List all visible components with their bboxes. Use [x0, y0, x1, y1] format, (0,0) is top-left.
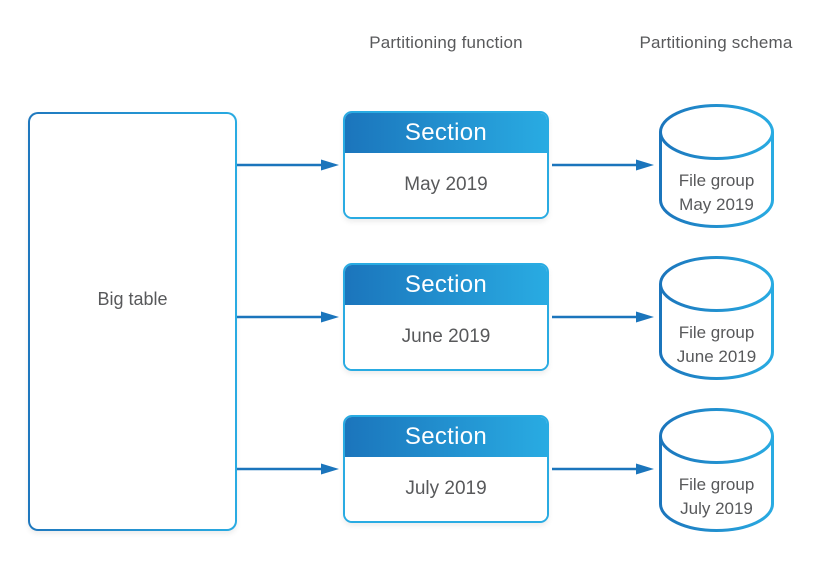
- file-group-line2: July 2019: [680, 499, 753, 518]
- file-group-line2: May 2019: [679, 195, 754, 214]
- section-box-may: Section May 2019: [343, 111, 549, 219]
- flow-arrow-icon: [552, 463, 654, 475]
- flow-arrow-icon: [237, 311, 339, 323]
- file-group-cylinder-june: File group June 2019: [658, 255, 775, 381]
- file-group-label: File group June 2019: [658, 321, 775, 369]
- flow-arrow-icon: [552, 311, 654, 323]
- file-group-cylinder-may: File group May 2019: [658, 103, 775, 229]
- file-group-line1: File group: [678, 171, 755, 190]
- partitioning-function-header: Partitioning function: [369, 33, 523, 52]
- section-period: May 2019: [345, 153, 547, 217]
- section-box-july: Section July 2019: [343, 415, 549, 523]
- section-title: Section: [345, 265, 547, 305]
- database-cylinder-icon: [659, 408, 774, 532]
- section-period: July 2019: [345, 457, 547, 521]
- flow-arrow-icon: [237, 463, 339, 475]
- database-cylinder-icon: [659, 256, 774, 380]
- file-group-cylinder-july: File group July 2019: [658, 407, 775, 533]
- file-group-line1: File group: [678, 475, 755, 494]
- file-group-line1: File group: [678, 323, 755, 342]
- section-period: June 2019: [345, 305, 547, 369]
- partitioning-schema-header: Partitioning schema: [639, 33, 793, 52]
- file-group-label: File group May 2019: [658, 169, 775, 217]
- flow-arrow-icon: [552, 159, 654, 171]
- big-table-label: Big table: [97, 288, 168, 309]
- file-group-line2: June 2019: [676, 347, 757, 366]
- database-cylinder-icon: [659, 104, 774, 228]
- file-group-label: File group July 2019: [658, 473, 775, 521]
- section-title: Section: [345, 113, 547, 153]
- flow-arrow-icon: [237, 159, 339, 171]
- section-box-june: Section June 2019: [343, 263, 549, 371]
- section-title: Section: [345, 417, 547, 457]
- big-table-box: Big table: [28, 112, 237, 531]
